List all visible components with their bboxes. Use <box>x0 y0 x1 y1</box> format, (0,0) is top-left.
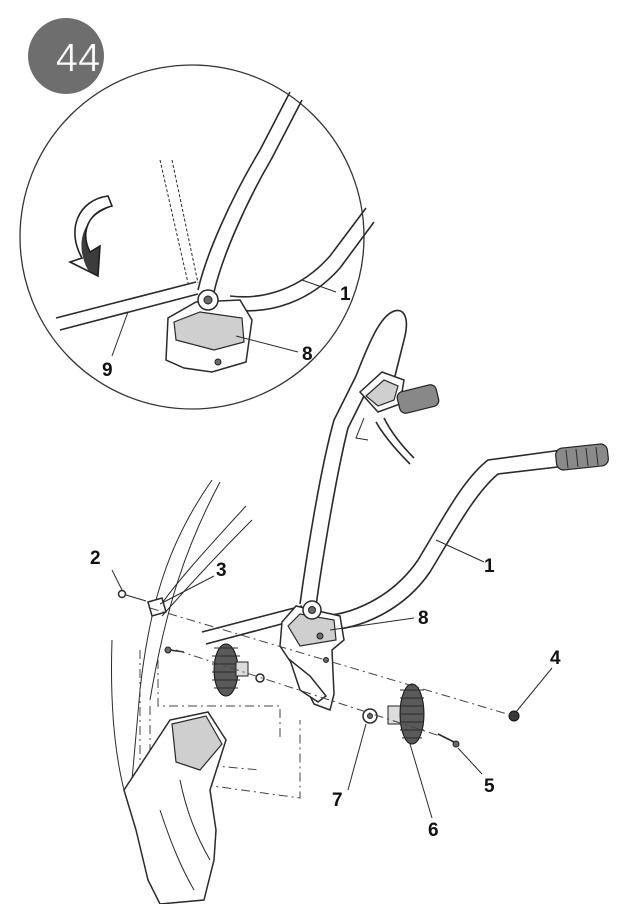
detail-lever-bar <box>55 281 199 331</box>
leader-4 <box>515 667 553 713</box>
callout-3: 3 <box>216 560 227 581</box>
detail-leader-9 <box>111 311 129 357</box>
right-grip <box>555 443 609 471</box>
callout-7: 7 <box>332 790 343 811</box>
detail-leader-8 <box>235 335 299 353</box>
handle-top-loop <box>355 309 408 381</box>
cable-4 <box>161 519 253 617</box>
leader-2 <box>111 569 123 591</box>
handle-left-rail-outer <box>299 375 357 605</box>
leader-8 <box>329 617 415 631</box>
axis-frame-inner <box>157 660 281 740</box>
detail-handle-right-rail-inner <box>235 221 375 312</box>
leader-3 <box>159 575 215 605</box>
detail-leader-1 <box>301 279 337 293</box>
main-bracket <box>279 600 345 711</box>
leader-5 <box>457 747 483 775</box>
cable-2 <box>149 481 221 701</box>
detail-handle-left-rail <box>197 91 291 291</box>
rotate-arrow-icon <box>67 195 114 278</box>
axis-line-mid <box>175 649 441 737</box>
callout-4: 4 <box>550 648 561 669</box>
knob-part-6 <box>387 683 425 745</box>
axis-frame-low <box>149 706 261 771</box>
step-badge: 44 <box>28 18 104 94</box>
left-knob <box>212 643 265 697</box>
callout-5: 5 <box>484 776 495 797</box>
tiller-body <box>111 639 227 904</box>
detail-callout-8: 8 <box>302 344 313 365</box>
detail-circle <box>19 64 365 410</box>
detail-view: 1 8 9 <box>19 64 375 410</box>
handle-ghost-position <box>159 159 199 284</box>
main-assembly: 1 2 3 4 5 6 7 8 <box>90 309 609 904</box>
handle-left-rail-inner <box>315 383 371 607</box>
axis-line-top <box>149 607 515 717</box>
callout-2: 2 <box>90 548 101 569</box>
detail-bracket <box>165 289 253 373</box>
leader-6 <box>409 743 433 819</box>
callout-6: 6 <box>428 820 439 841</box>
step-number: 44 <box>56 36 101 80</box>
step-badge-circle <box>28 18 104 94</box>
detail-handle-right-rail <box>229 207 367 298</box>
upper-control-lever <box>355 371 440 465</box>
callout-1: 1 <box>484 556 495 577</box>
screw-part-2 <box>117 589 147 602</box>
bolt-part-5 <box>437 733 460 748</box>
detail-handle-left-rail-inner <box>213 99 303 293</box>
leader-1 <box>435 539 485 563</box>
cable-1 <box>131 479 213 781</box>
handle-right-rail-outer <box>317 449 563 617</box>
callout-8: 8 <box>418 608 429 629</box>
nut-part-4 <box>508 710 520 722</box>
detail-callout-9: 9 <box>102 360 113 381</box>
handle-right-rail-inner <box>323 465 567 631</box>
detail-callout-1: 1 <box>340 284 351 305</box>
axis-frame-outer <box>139 650 301 799</box>
clip-part-3 <box>147 597 167 617</box>
leader-7 <box>347 723 367 791</box>
